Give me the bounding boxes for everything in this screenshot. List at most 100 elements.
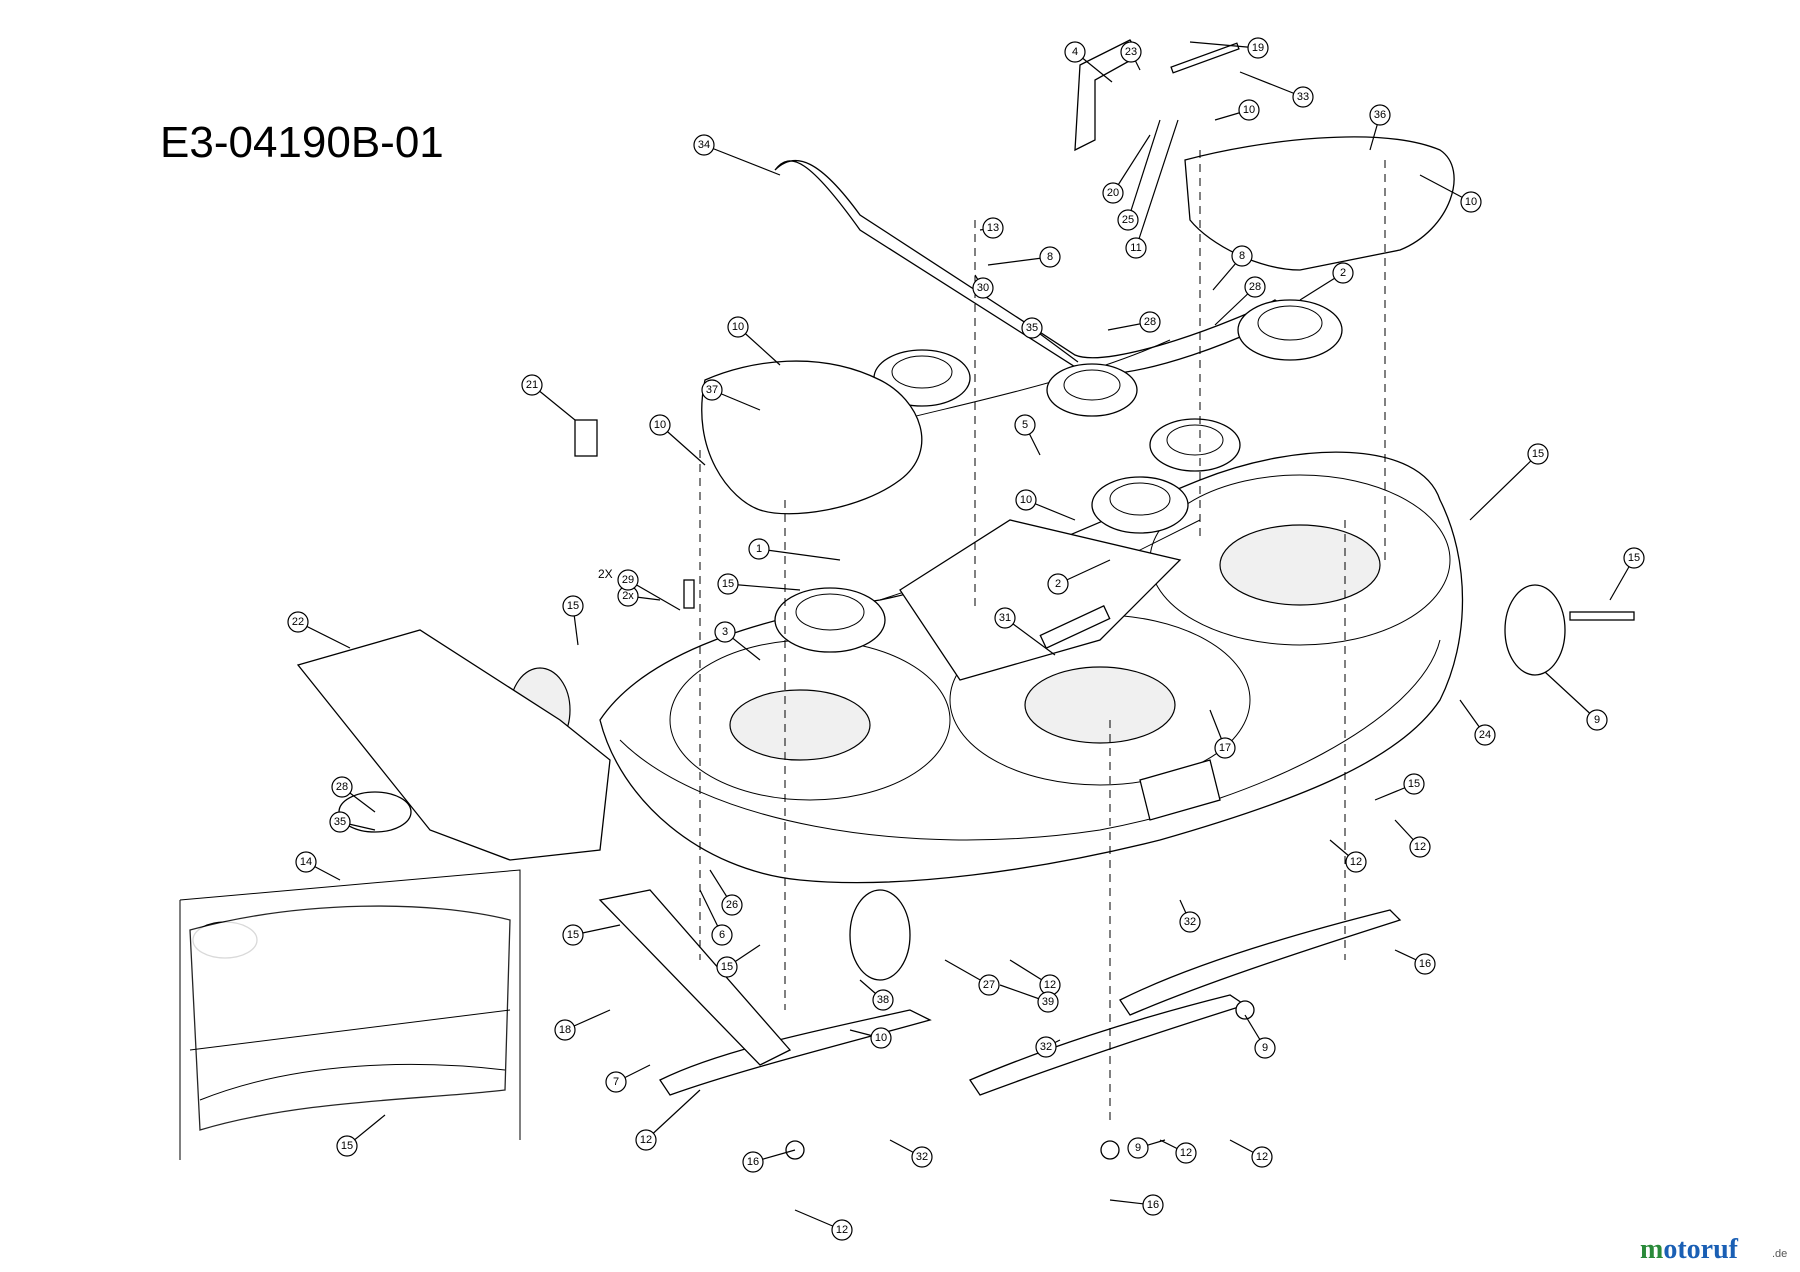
callout-circle xyxy=(721,894,743,916)
callout-15: 15 xyxy=(717,573,801,595)
callout-leader xyxy=(703,144,781,176)
callout-15: 15 xyxy=(336,1114,386,1157)
callout-number: 28 xyxy=(1249,281,1261,293)
callout-number: 1 xyxy=(756,543,762,555)
callout-circle xyxy=(1292,86,1314,108)
inset-detail xyxy=(179,869,521,1160)
callout-number: 30 xyxy=(977,282,989,294)
callout-10: 10 xyxy=(649,414,706,466)
quantity-note: 2X xyxy=(598,567,613,581)
callout-number: 16 xyxy=(1147,1199,1159,1211)
callout-circle xyxy=(336,1135,358,1157)
callout-circle xyxy=(1021,317,1043,339)
callout-circle xyxy=(1117,209,1139,231)
callout-number: 20 xyxy=(1107,187,1119,199)
callout-25: 25 xyxy=(1117,119,1161,231)
callout-circle xyxy=(701,379,723,401)
callout-circle xyxy=(1035,1036,1057,1058)
callout-number: 28 xyxy=(336,781,348,793)
callout-number: 5 xyxy=(1022,419,1028,431)
callout-9: 9 xyxy=(1244,1014,1276,1059)
callout-leader xyxy=(758,548,841,561)
callout-circle xyxy=(1179,911,1201,933)
callout-number: 8 xyxy=(1047,251,1053,263)
callout-number: 2 xyxy=(1340,267,1346,279)
side-rail xyxy=(598,889,792,1066)
callout-28: 28 xyxy=(1107,311,1161,333)
callout-2: 2 xyxy=(1047,559,1111,595)
discharge-chute xyxy=(296,629,611,861)
callout-circle xyxy=(978,974,1000,996)
callout-28: 28 xyxy=(1214,276,1266,326)
callout-15: 15 xyxy=(562,924,621,946)
watermark: motoruf .de xyxy=(1640,1234,1787,1265)
callout-circle xyxy=(911,1146,933,1168)
callout-leader xyxy=(1544,671,1598,721)
callout-21: 21 xyxy=(521,374,576,421)
callout-number: 12 xyxy=(640,1134,652,1146)
callout-circle xyxy=(870,1027,892,1049)
pulleys xyxy=(192,299,1343,959)
callout-13: 13 xyxy=(979,217,1004,239)
callout-circle xyxy=(605,1071,627,1093)
callout-number: 15 xyxy=(1408,778,1420,790)
callout-circle xyxy=(1623,547,1645,569)
callout-circle xyxy=(1142,1194,1164,1216)
callout-5: 5 xyxy=(1014,414,1041,456)
callout-circle xyxy=(1037,991,1059,1013)
callout-29: 29 xyxy=(617,569,681,611)
callout-circle xyxy=(748,538,770,560)
callout-number: 32 xyxy=(1040,1041,1052,1053)
callout-number: 6 xyxy=(719,929,725,941)
callout-leader xyxy=(1189,41,1259,49)
callout-number: 22 xyxy=(292,616,304,628)
callout-circle xyxy=(831,1219,853,1241)
callout-circle xyxy=(1231,245,1253,267)
callout-circle xyxy=(1139,311,1161,333)
callout-10: 10 xyxy=(1214,99,1260,121)
callout-circle xyxy=(635,1129,657,1151)
callout-9: 9 xyxy=(1544,671,1608,731)
callout-circle xyxy=(716,956,738,978)
hardware xyxy=(574,39,1635,649)
callout-15: 15 xyxy=(1374,773,1425,801)
callout-leader xyxy=(1112,134,1151,194)
callout-circle xyxy=(1527,443,1549,465)
callout-number: 3 xyxy=(722,626,728,638)
callout-15: 15 xyxy=(1469,443,1549,521)
callout-circle xyxy=(1414,953,1436,975)
callout-circle xyxy=(562,595,584,617)
callout-circle xyxy=(972,277,994,299)
callout-circle xyxy=(1102,182,1124,204)
callout-circle xyxy=(1014,414,1036,436)
callout-19: 19 xyxy=(1189,37,1269,59)
callout-circle xyxy=(521,374,543,396)
callout-number: 38 xyxy=(877,994,889,1006)
callout-circle xyxy=(295,851,317,873)
callout-circle xyxy=(1251,1146,1273,1168)
callout-circle xyxy=(1247,37,1269,59)
callout-number: 4 xyxy=(1072,46,1078,58)
callout-circle xyxy=(1460,191,1482,213)
callout-number: 25 xyxy=(1122,214,1134,226)
callout-12: 12 xyxy=(794,1209,853,1241)
callout-15: 15 xyxy=(1609,547,1645,601)
callout-circle xyxy=(329,811,351,833)
callout-circle xyxy=(1332,262,1354,284)
callout-30: 30 xyxy=(972,274,994,299)
callout-leader xyxy=(727,583,801,591)
callout-number: 35 xyxy=(334,816,346,828)
callout-18: 18 xyxy=(554,1009,611,1041)
callout-number: 15 xyxy=(567,929,579,941)
callout-number: 39 xyxy=(1042,996,1054,1008)
callout-circle xyxy=(1403,773,1425,795)
callout-15: 15 xyxy=(562,595,584,646)
callout-12: 12 xyxy=(1329,839,1367,873)
callout-number: 23 xyxy=(1125,46,1137,58)
callout-number: 24 xyxy=(1479,729,1491,741)
callout-circle xyxy=(1064,41,1086,63)
callout-39: 39 xyxy=(999,984,1059,1013)
callout-8: 8 xyxy=(987,246,1061,268)
